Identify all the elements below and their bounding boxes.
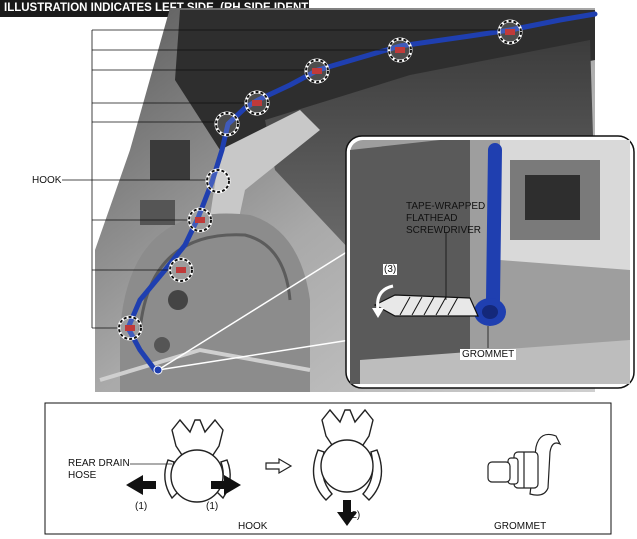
step-3-label: (3) [383,264,398,275]
rear-drain-hose-label-line2: HOSE [68,470,97,481]
arrow-left-icon [126,475,156,495]
hook-caption: HOOK [238,521,268,532]
hook-marker [497,19,523,45]
detail-inset [345,135,635,389]
step-2-label: (2) [348,510,361,521]
arrow-right-icon [211,475,241,495]
screwdriver-icon [373,294,479,317]
hook-marker [168,257,194,283]
hook-marker [214,111,240,137]
rear-drain-hose-label-line1: REAR DRAIN [68,458,130,469]
hook-leader-lines [62,29,500,329]
step-1-right-label: (1) [206,501,219,512]
grommet-caption: GROMMET [494,521,547,532]
hook-marker [205,168,231,194]
rear-drain-hose [125,11,598,373]
step-1-left-label: (1) [135,501,148,512]
hook-label: HOOK [32,175,62,186]
arrow-down-icon [337,500,357,526]
hose-cross-section [320,439,374,493]
hook-marker [187,207,213,233]
tool-label-line2: FLATHEAD [406,213,458,224]
detail-zoom-lines [157,249,351,371]
vehicle-body [95,8,595,392]
hook-markers [117,19,523,341]
hook-marker [304,58,330,84]
hollow-arrow-icon [265,457,293,475]
hose-cross-section [170,449,224,503]
hook-marker [387,37,413,63]
grommet-label: GROMMET [460,349,517,360]
tool-label-line3: SCREWDRIVER [406,225,482,236]
hook-marker [244,90,270,116]
hook-marker [117,315,143,341]
grommet-icon [487,433,562,496]
tool-label-line1: TAPE-WRAPPED [406,201,486,212]
